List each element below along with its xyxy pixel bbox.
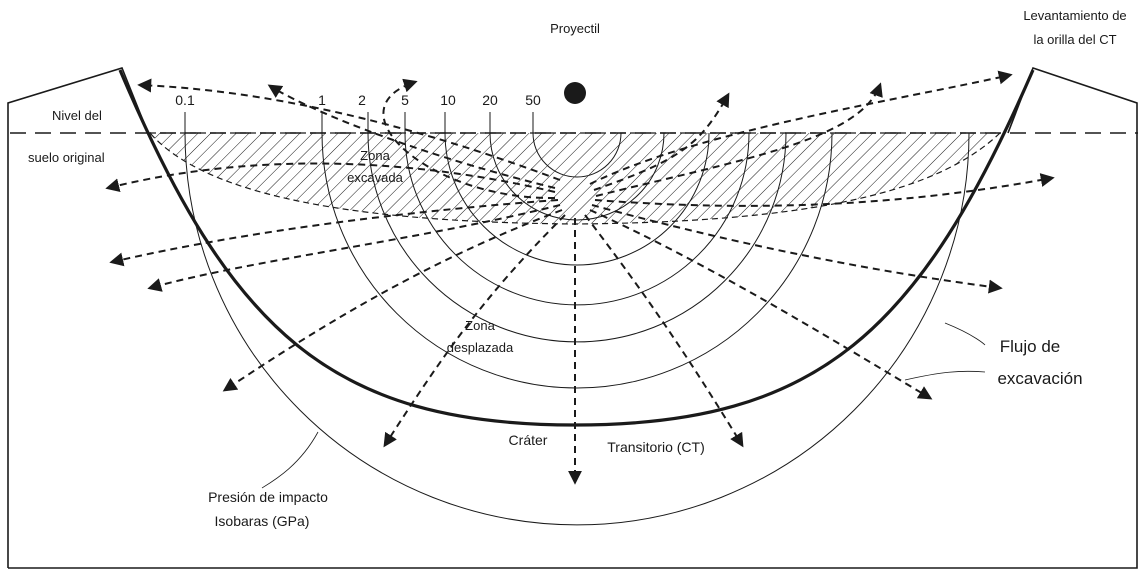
isobar-value-50: 50 bbox=[525, 92, 541, 108]
flow-line bbox=[584, 214, 744, 448]
displaced-zone-label-line1: Zona bbox=[465, 318, 495, 333]
isobar-arc-10 bbox=[444, 132, 710, 266]
labels: Proyectil Levantamiento de la orilla del… bbox=[28, 8, 1127, 529]
projectile-icon bbox=[564, 82, 586, 104]
ground-label-line1: Nivel del bbox=[52, 108, 102, 123]
isobar-label-line1: Presión de impacto bbox=[208, 489, 328, 505]
flow-line bbox=[105, 162, 556, 193]
displaced-zone-label-line2: desplazada bbox=[447, 340, 514, 355]
excavated-zone-hatch bbox=[148, 132, 1002, 225]
flow-label-line1: Flujo de bbox=[1000, 337, 1060, 356]
isobar-arc-1 bbox=[321, 132, 833, 389]
leader-lines bbox=[261, 322, 986, 489]
isobar-label-line2: Isobaras (GPa) bbox=[215, 513, 310, 529]
isobar-arc-0-1 bbox=[184, 132, 970, 526]
flow-line bbox=[589, 70, 1013, 185]
flow-line bbox=[594, 173, 1055, 207]
flow-line bbox=[589, 209, 933, 400]
rim-uplift-label-line1: Levantamiento de bbox=[1023, 8, 1126, 23]
isobar-value-0-1: 0.1 bbox=[175, 92, 195, 108]
excavated-zone-label-line2: excavada bbox=[347, 170, 403, 185]
flow-line bbox=[383, 214, 566, 448]
rim-uplift-label-line2: la orilla del CT bbox=[1033, 32, 1116, 47]
isobar-arc-2 bbox=[367, 132, 787, 343]
crater-label-left: Cráter bbox=[509, 432, 548, 448]
isobar-value-20: 20 bbox=[482, 92, 498, 108]
crater-label-right: Transitorio (CT) bbox=[607, 439, 705, 455]
isobar-arc-50 bbox=[532, 132, 622, 178]
flow-line bbox=[222, 209, 563, 392]
projectile-label: Proyectil bbox=[550, 21, 600, 36]
isobar-ticks bbox=[184, 112, 534, 133]
flow-line bbox=[593, 92, 730, 191]
isobar-arc-20 bbox=[489, 132, 665, 221]
isobar-value-10: 10 bbox=[440, 92, 456, 108]
isobar-value-1: 1 bbox=[318, 92, 326, 108]
flow-line bbox=[147, 204, 561, 292]
flow-line bbox=[382, 78, 556, 200]
excavated-zone-label-line1: Zona bbox=[360, 148, 390, 163]
flow-label-line2: excavación bbox=[997, 369, 1082, 388]
ground-label-line2: suelo original bbox=[28, 150, 105, 165]
isobar-value-5: 5 bbox=[401, 92, 409, 108]
flow-line bbox=[591, 204, 1003, 294]
transient-crater-outline bbox=[118, 69, 1035, 427]
flow-line bbox=[267, 84, 556, 189]
isobar-value-2: 2 bbox=[358, 92, 366, 108]
excavation-flow-lines bbox=[105, 70, 1055, 485]
